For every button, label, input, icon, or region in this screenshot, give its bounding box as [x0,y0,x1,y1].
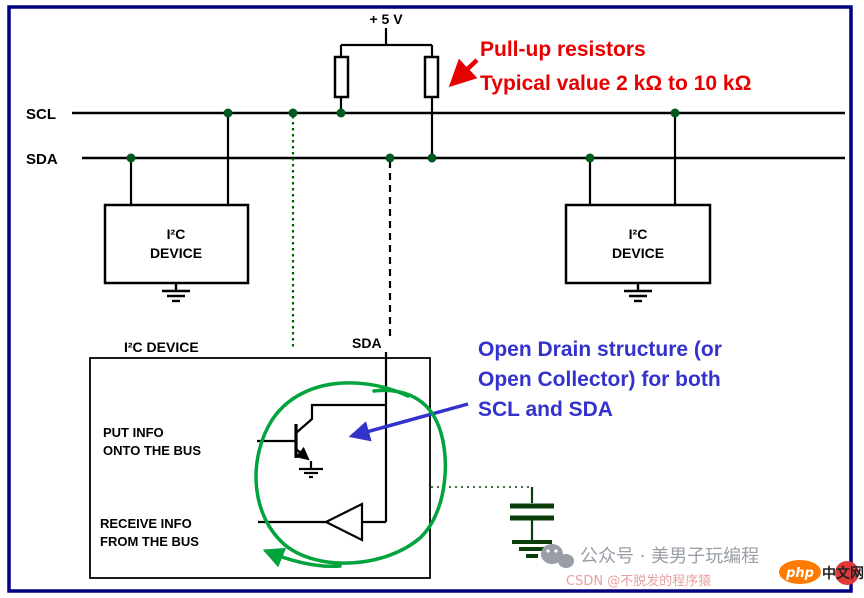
bottom-i2c-device: I²C DEVICE SDA PUT INFO ONTO THE BUS [89,335,431,579]
receive-info-line1: RECEIVE INFO [100,516,192,531]
left-i2c-device: I²C DEVICE [103,113,250,303]
right-device-name: I²C [629,226,648,242]
scl-label: SCL [26,106,56,123]
sda-label: SDA [26,151,58,168]
junction-dot [126,153,136,163]
left-device-name: I²C [167,226,186,242]
transistor-collector [295,403,386,434]
junction-dot [336,108,346,118]
right-i2c-device: I²C DEVICE [564,113,712,303]
bus-lines: SCL SDA [26,106,845,168]
csdn-watermark-text: CSDN @不脱发的程序猿 [566,573,711,589]
green-highlight [254,381,448,569]
resistor-right [423,55,440,99]
power-rail: + 5 V [339,11,434,57]
power-label: + 5 V [369,11,403,27]
left-device-box [103,203,250,285]
php-logo-text: php [785,566,814,581]
pullup-text-line1: Pull-up resistors [480,38,646,61]
left-device-type: DEVICE [150,245,202,261]
receive-info-line2: FROM THE BUS [100,534,199,549]
php-logo-seal [835,561,859,585]
pullup-resistors [333,55,440,158]
diagram-border [7,5,853,593]
junction-dot [385,153,395,163]
put-info-line1: PUT INFO [103,425,164,440]
junction-dots [126,108,680,163]
open-drain-text-line2: Open Collector) for both [478,368,721,391]
right-device-ground [624,283,652,303]
green-arrow [262,547,342,569]
open-drain-arrow [348,402,469,442]
pullup-text-line2: Typical value 2 kΩ to 10 kΩ [480,72,751,95]
junction-dot [670,108,680,118]
watermarks: 公众号 · 美男子玩编程 CSDN @不脱发的程序猿 php 中文网 [541,544,864,589]
capacitor-ground [512,540,552,558]
wechat-icon [541,544,574,568]
open-drain-annotation: Open Drain structure (or Open Collector)… [348,338,722,442]
wechat-watermark-text: 公众号 · 美男子玩编程 [580,546,759,567]
bottom-device-title: I²C DEVICE [124,339,199,355]
right-device-box [564,203,712,285]
receive-buffer [258,502,386,542]
junction-dot [288,108,298,118]
pullup-annotation: Pull-up resistors Typical value 2 kΩ to … [448,38,751,95]
resistor-left [333,55,350,99]
bottom-device-sda-label: SDA [352,335,382,351]
php-logo-ellipse [779,560,821,584]
transistor-ground [299,461,323,479]
right-device-type: DEVICE [612,245,664,261]
green-circle-annotation [254,381,448,565]
bottom-device-box [89,357,431,579]
pullup-arrow [448,58,479,88]
open-drain-text-line1: Open Drain structure (or [478,338,722,361]
php-site-logo: php 中文网 [779,560,864,585]
junction-dot [585,153,595,163]
left-device-ground [162,283,190,303]
put-info-line2: ONTO THE BUS [103,443,201,458]
buffer-triangle [323,502,364,542]
site-logo-text: 中文网 [822,565,864,582]
transistor-emitter [295,446,310,461]
bus-capacitor [431,486,554,558]
open-drain-text-line3: SCL and SDA [478,398,613,421]
junction-dot [427,153,437,163]
junction-dot [223,108,233,118]
